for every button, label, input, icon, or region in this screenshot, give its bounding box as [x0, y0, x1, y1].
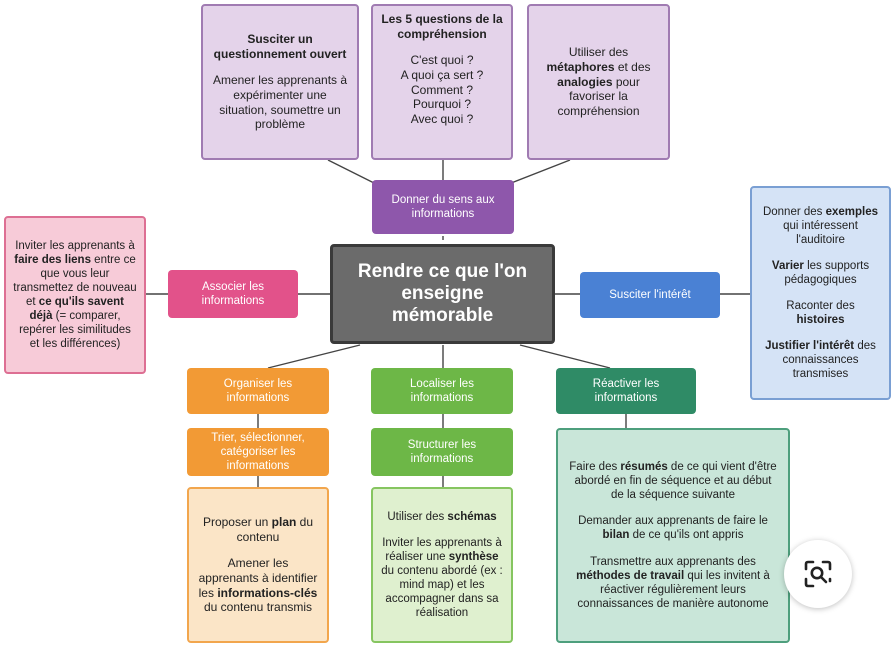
node-associer: Associer les informations: [168, 270, 298, 318]
question-2: A quoi ça sert ?: [400, 67, 484, 82]
visual-search-icon: [804, 560, 832, 588]
visual-search-button[interactable]: [784, 540, 852, 608]
box-metaphores: Utiliser des métaphores et des analogies…: [527, 4, 670, 160]
node-trier: Trier, sélectionner, catégoriser les inf…: [187, 428, 329, 476]
box-schemas: Utiliser des schémas Inviter les apprena…: [371, 487, 513, 643]
box-exemples-histoires: Donner des exemples qui intéressent l'au…: [750, 186, 891, 400]
node-reactiver: Réactiver les informations: [556, 368, 696, 414]
box-faire-des-liens: Inviter les apprenants à faire des liens…: [4, 216, 146, 374]
box-resumes-bilan: Faire des résumés de ce qui vient d'être…: [556, 428, 790, 643]
question-4: Pourquoi ?: [412, 97, 472, 112]
box-questionnement-text: Amener les apprenants à expérimenter une…: [212, 73, 348, 132]
node-organiser: Organiser les informations: [187, 368, 329, 414]
question-5: Avec quoi ?: [410, 111, 474, 126]
central-node: Rendre ce que l'on enseigne mémorable: [330, 244, 555, 344]
node-susciter-interet: Susciter l'intérêt: [580, 272, 720, 318]
box-plan-contenu: Proposer un plan du contenu Amener les a…: [187, 487, 329, 643]
node-localiser: Localiser les informations: [371, 368, 513, 414]
node-donner-du-sens: Donner du sens aux informations: [372, 180, 514, 234]
question-3: Comment ?: [410, 82, 474, 97]
question-1: C'est quoi ?: [410, 53, 474, 68]
node-structurer: Structurer les informations: [371, 428, 513, 476]
